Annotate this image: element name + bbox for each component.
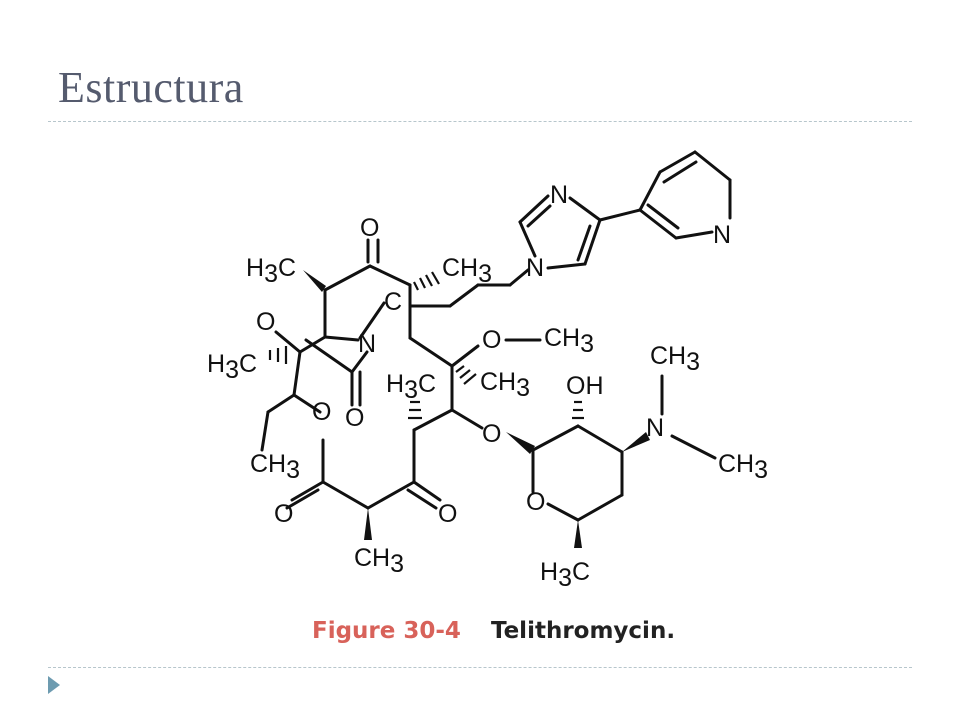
- h3c-sugar-label: H3C: [540, 558, 590, 592]
- carbamate-n-label: N: [358, 330, 376, 358]
- figure-caption: Figure 30-4 Telithromycin.: [312, 618, 675, 644]
- figure-name: Telithromycin.: [490, 618, 676, 644]
- ketone-oxygen-left-label: O: [274, 500, 293, 528]
- hydroxyl-label: OH: [566, 372, 604, 400]
- pyridine-n-label: N: [713, 221, 731, 249]
- methoxy-ch3-label: CH3: [544, 324, 594, 358]
- dimethylamino-n-label: N: [646, 414, 664, 442]
- ch3-quaternary-label: CH3: [480, 368, 530, 402]
- glycosidic-oxygen-label: O: [482, 420, 501, 448]
- title-divider: [48, 121, 912, 122]
- ch3-bottom-label: CH3: [354, 544, 404, 578]
- footer-divider: [48, 667, 912, 668]
- slide-title: Estructura: [58, 63, 244, 112]
- imidazole-n-bottom-label: N: [526, 254, 544, 282]
- h3c-left-label: H3C: [246, 254, 296, 288]
- play-arrow-icon: [48, 676, 60, 694]
- sugar-ring-oxygen-label: O: [526, 488, 545, 516]
- carbonyl-oxygen-label: O: [345, 404, 364, 432]
- h3c-mid-label: H3C: [207, 350, 257, 384]
- c-label: C: [384, 288, 402, 316]
- atom-labels: O N N N H3C CH3 O N C H3C O CH3 O H3C CH…: [207, 181, 768, 592]
- bond-lines: [260, 150, 732, 548]
- dimethylamino-ch3-top-label: CH3: [650, 342, 700, 376]
- ethyl-ch3-label: CH3: [250, 450, 300, 484]
- h3c-inner-label: H3C: [386, 370, 436, 404]
- ketone-oxygen-label: O: [360, 214, 379, 242]
- methoxy-oxygen-label: O: [482, 326, 501, 354]
- imidazole-n-top-label: N: [550, 181, 568, 209]
- epoxide-oxygen-label: O: [256, 308, 275, 336]
- ch3-top-label: CH3: [442, 254, 492, 288]
- figure-label: Figure 30-4: [312, 618, 461, 644]
- ketone-oxygen-right-label: O: [438, 500, 457, 528]
- lactone-oxygen-label: O: [312, 398, 331, 426]
- dimethylamino-ch3-right-label: CH3: [718, 450, 768, 484]
